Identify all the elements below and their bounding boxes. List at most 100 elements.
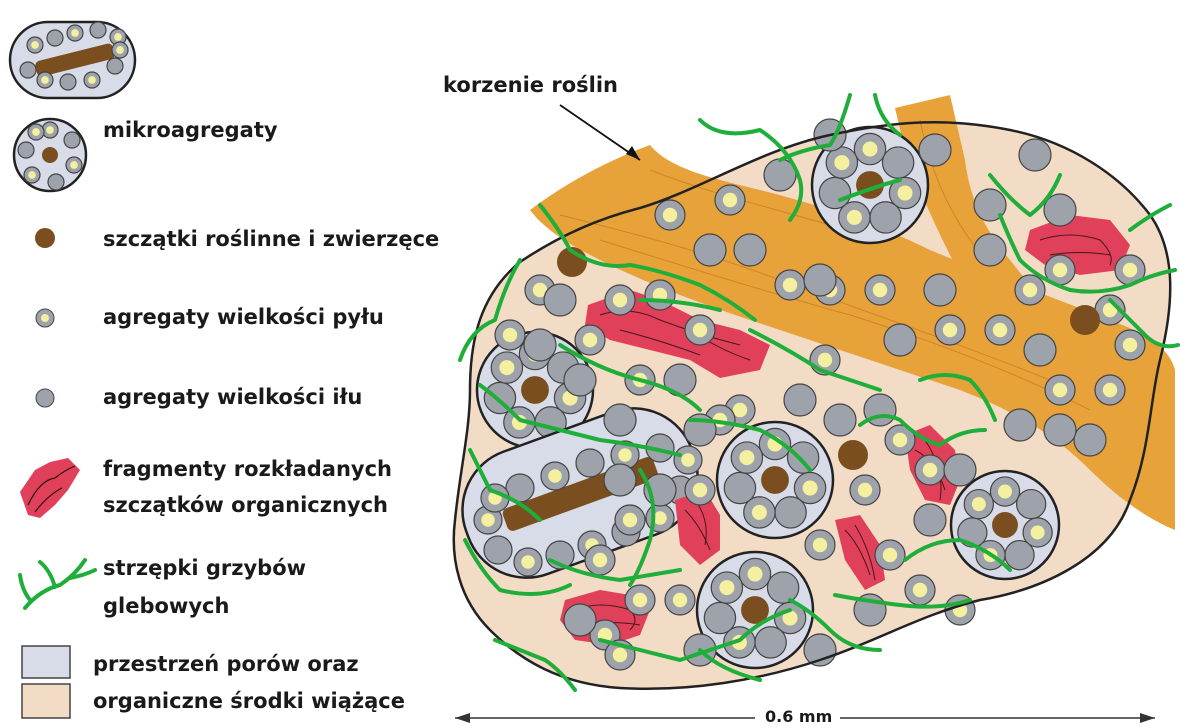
legend-silt-icon <box>36 309 54 327</box>
remains-particle <box>992 512 1018 538</box>
clay-aggregate <box>1044 414 1076 446</box>
silt-aggregate <box>905 575 935 605</box>
silt-aggregate <box>28 124 44 140</box>
clay-aggregate <box>914 504 946 536</box>
clay-aggregate <box>884 324 916 356</box>
legend-label-hyphae-line1: strzępki grzybów <box>103 555 306 581</box>
silt-aggregate <box>915 455 945 485</box>
silt-aggregate <box>625 585 655 615</box>
silt-aggregate <box>674 446 702 474</box>
silt-aggregate <box>826 147 857 178</box>
silt-aggregate <box>854 133 885 164</box>
clay-aggregate <box>882 147 913 178</box>
legend-remains-icon <box>35 228 55 248</box>
clay-aggregate <box>64 132 80 148</box>
clay-aggregate <box>90 22 106 38</box>
root-label: korzenie roślin <box>443 72 618 98</box>
clay-aggregate <box>544 284 576 316</box>
clay-aggregate <box>824 404 856 436</box>
clay-aggregate <box>1004 409 1036 441</box>
clay-aggregate <box>694 234 726 266</box>
clay-aggregate <box>734 234 766 266</box>
silt-aggregate <box>775 270 805 300</box>
silt-aggregate <box>1015 275 1045 305</box>
clay-aggregate <box>576 449 604 477</box>
silt-aggregate <box>739 558 770 589</box>
legend-label-remains: szczątki roślinne i zwierzęce <box>103 226 439 252</box>
clay-aggregate <box>48 174 64 190</box>
clay-aggregate <box>1019 139 1051 171</box>
legend-label-microaggregates: mikroagregaty <box>103 117 278 143</box>
remains-particle <box>761 466 789 494</box>
legend-label-pore-space: przestrzeń porów oraz <box>93 651 359 677</box>
silt-aggregate <box>935 315 965 345</box>
silt-aggregate <box>112 42 128 58</box>
legend-round-microaggregate-icon <box>14 119 86 191</box>
clay-aggregate <box>564 604 596 636</box>
silt-aggregate <box>655 200 685 230</box>
remains-particle <box>838 440 868 470</box>
silt-aggregate <box>850 475 880 505</box>
silt-aggregate <box>711 572 742 603</box>
silt-aggregate <box>990 477 1019 506</box>
clay-aggregate <box>47 30 63 46</box>
silt-aggregate <box>84 72 100 88</box>
legend-label-binding-agents: organiczne środki wiążące <box>93 688 405 714</box>
legend-hyphae-icon <box>20 560 95 608</box>
clay-aggregate <box>974 234 1006 266</box>
remains-particle <box>1070 305 1100 335</box>
clay-aggregate <box>60 74 76 90</box>
clay-aggregate <box>1024 334 1056 366</box>
clay-aggregate <box>1074 424 1106 456</box>
clay-aggregate <box>819 177 850 208</box>
silt-aggregate <box>964 490 993 519</box>
remains-particle <box>521 376 549 404</box>
silt-aggregate <box>665 585 695 615</box>
legend-binding-swatch <box>22 684 70 718</box>
legend-label-clay: agregaty wielkości iłu <box>103 384 362 410</box>
clay-aggregate <box>524 329 556 361</box>
silt-aggregate <box>575 325 605 355</box>
silt-aggregate <box>491 352 522 383</box>
silt-aggregate <box>605 285 635 315</box>
silt-aggregate <box>514 548 542 576</box>
silt-aggregate <box>27 37 43 53</box>
silt-aggregate <box>875 540 905 570</box>
silt-aggregate <box>646 504 674 532</box>
clay-aggregate <box>1005 541 1034 570</box>
clay-aggregate <box>604 404 636 436</box>
silt-aggregate <box>685 315 715 345</box>
silt-aggregate <box>731 442 762 473</box>
silt-aggregate <box>715 185 745 215</box>
clay-aggregate <box>784 384 816 416</box>
clay-aggregate <box>564 364 596 396</box>
silt-aggregate <box>865 275 895 305</box>
scale-label: 0.6 mm <box>765 707 832 726</box>
silt-aggregate <box>1115 330 1145 360</box>
silt-aggregate <box>1045 375 1075 405</box>
legend-label-hyphae-line2: glebowych <box>103 593 229 619</box>
clay-aggregate <box>755 627 786 658</box>
macroaggregate <box>445 95 1178 723</box>
silt-aggregate <box>615 505 645 535</box>
clay-aggregate <box>944 454 976 486</box>
clay-aggregate <box>804 264 836 296</box>
legend-label-organic-line1: fragmenty rozkładanych <box>103 456 392 482</box>
silt-aggregate <box>37 72 53 88</box>
silt-aggregate <box>495 320 525 350</box>
clay-aggregate <box>20 62 36 78</box>
clay-aggregate <box>787 442 818 473</box>
silt-aggregate <box>1095 375 1125 405</box>
clay-aggregate <box>107 58 123 74</box>
silt-aggregate <box>24 167 40 183</box>
clay-aggregate <box>767 572 798 603</box>
silt-aggregate <box>685 475 715 505</box>
silt-aggregate <box>645 280 675 310</box>
legend-elongated-microaggregate-icon <box>10 22 135 98</box>
silt-aggregate <box>985 315 1015 345</box>
clay-aggregate <box>604 464 636 496</box>
clay-aggregate <box>724 472 755 503</box>
clay-aggregate <box>775 497 806 528</box>
silt-aggregate <box>585 545 615 575</box>
